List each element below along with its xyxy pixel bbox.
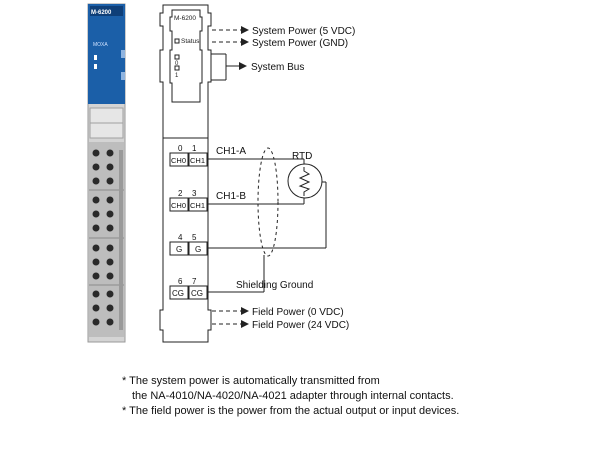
system-power-5v-line: System Power (5 VDC) [212, 26, 355, 37]
terminal-group-6-7: 6 7 CG CG [169, 277, 208, 300]
shielding-ground-label: Shielding Ground [236, 280, 313, 291]
cable-shield [257, 147, 279, 257]
rtd-label: RTD [292, 151, 312, 162]
rtd-sensor [287, 163, 323, 199]
terminal-number: 2 [178, 189, 183, 198]
field-power-0v-label: Field Power (0 VDC) [252, 307, 344, 318]
wiring [207, 158, 327, 293]
module-photo: M-6200 MOXA [87, 3, 126, 343]
wire-label-ch1a: CH1-A [216, 146, 246, 157]
terminal-number: 7 [192, 277, 197, 286]
module-model-label: M-6200 [174, 15, 196, 22]
note-line-1: * The system power is automatically tran… [122, 375, 380, 387]
terminal-label: CG [191, 289, 203, 298]
note-line-3: * The field power is the power from the … [122, 405, 460, 417]
terminal-label: CH1 [190, 201, 205, 210]
status-label: Status [181, 38, 200, 45]
terminal-number: 0 [178, 144, 183, 153]
terminal-label: G [176, 245, 182, 254]
system-power-gnd-label: System Power (GND) [252, 38, 348, 49]
terminal-number: 1 [192, 144, 197, 153]
module-blue-panel [88, 4, 125, 104]
terminal-number: 4 [178, 233, 183, 242]
system-bus-bracket [211, 53, 247, 81]
terminal-label: CH0 [171, 156, 186, 165]
terminal-label: CH0 [171, 201, 186, 210]
system-power-gnd-line: System Power (GND) [212, 38, 348, 49]
system-bus-label: System Bus [251, 62, 304, 73]
terminal-number: 6 [178, 277, 183, 286]
field-power-24v-label: Field Power (24 VDC) [252, 320, 349, 331]
notes: * The system power is automatically tran… [122, 374, 592, 419]
module-photo-brand: MOXA [93, 42, 108, 48]
terminal-number: 3 [192, 189, 197, 198]
led-label-0: 0 [175, 61, 179, 67]
terminal-number: 5 [192, 233, 197, 242]
terminal-group-2-3: 2 3 CH0 CH1 [169, 189, 208, 212]
schematic-module [159, 4, 212, 343]
system-power-5v-label: System Power (5 VDC) [252, 26, 355, 37]
terminal-label: CG [172, 289, 184, 298]
module-photo-model: M-6200 [91, 10, 112, 16]
led-label-1: 1 [175, 73, 179, 79]
terminal-label: G [195, 245, 201, 254]
note-line-2: the NA-4010/NA-4020/NA-4021 adapter thro… [132, 390, 454, 402]
terminal-label: CH1 [190, 156, 205, 165]
field-power-24v-line: Field Power (24 VDC) [212, 320, 349, 331]
wire-label-ch1b: CH1-B [216, 191, 246, 202]
field-power-0v-line: Field Power (0 VDC) [212, 307, 344, 318]
terminal-block-photo [89, 142, 124, 337]
